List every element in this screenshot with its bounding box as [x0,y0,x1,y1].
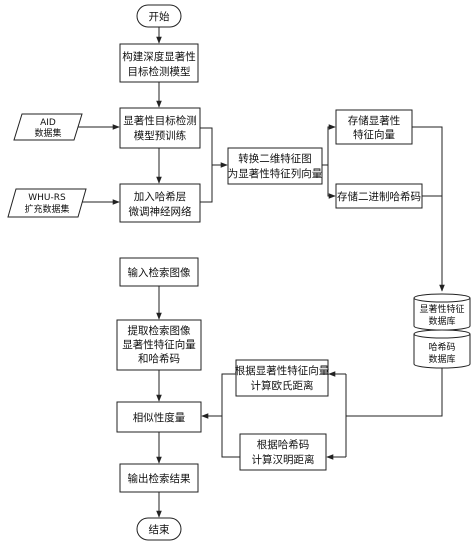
output-label: 输出检索结果 [128,472,191,485]
build-model-line-1: 构建深度显著性 [122,50,196,63]
output-step: 输出检索结果 [119,463,199,493]
start-node: 开始 [136,4,182,28]
pretrain-step: 显著性目标检测 模型预训练 [119,107,201,149]
hamming-step: 根据哈希码 计算汉明距离 [239,433,327,471]
store-vector-line-2: 特征向量 [353,128,395,141]
hash-db-line-2: 数据库 [428,353,455,365]
euclid-line-2: 计算欧氏距离 [251,379,314,392]
extract-step: 提取检索图像 显著性特征向量 和哈希码 [116,319,202,371]
end-node: 结束 [136,517,182,541]
store-vector-line-1: 存储显著性 [348,114,401,127]
hash-db-line-1: 哈希码 [428,341,455,353]
pretrain-line-1: 显著性目标检测 [123,114,197,127]
hash-layer-line-2: 微调神经网络 [129,205,192,218]
whu-line-1: WHU-RS [28,193,66,203]
extract-line-3: 和哈希码 [138,352,180,365]
aid-line-2: 数据集 [34,127,61,139]
similarity-step: 相似性度量 [116,401,202,433]
store-vector-step: 存储显著性 特征向量 [335,109,413,145]
store-hash-step: 存储二进制哈希码 [335,183,423,209]
feature-database: 显著性特征 数据库 [413,293,471,331]
flow-arrow [322,124,336,166]
similarity-label: 相似性度量 [133,411,186,424]
store-hash-label: 存储二进制哈希码 [337,190,421,203]
convert-line-1: 转换二维特征图 [238,152,312,165]
build-model-step: 构建深度显著性 目标检测模型 [119,43,199,83]
start-label: 开始 [149,10,170,23]
hamming-line-2: 计算汉明距离 [252,453,315,466]
flow-arrow [327,165,336,199]
extract-line-1: 提取检索图像 [128,324,191,337]
feature-db-line-1: 显著性特征 [419,303,464,315]
aid-line-1: AID [40,118,56,128]
whu-line-2: 扩充数据集 [24,203,69,215]
euclid-step: 根据显著性特征向量 计算欧氏距离 [235,359,330,397]
euclid-line-1: 根据显著性特征向量 [235,364,330,377]
feature-db-line-2: 数据库 [428,315,455,327]
convert-step: 转换二维特征图 为显著性特征列向量 [227,147,323,185]
pretrain-line-2: 模型预训练 [134,129,187,142]
end-label: 结束 [149,523,170,536]
db-connector [346,368,443,417]
input-image-label: 输入检索图像 [128,266,191,279]
aid-dataset: AID 数据集 [13,113,83,141]
whu-dataset: WHU-RS 扩充数据集 [7,188,87,218]
extract-line-2: 显著性特征向量 [122,338,196,351]
hash-database: 哈希码 数据库 [413,329,471,369]
hash-layer-step: 加入哈希层 微调神经网络 [119,183,201,223]
hash-layer-line-1: 加入哈希层 [134,190,187,203]
input-image-step: 输入检索图像 [119,257,199,287]
build-model-line-2: 目标检测模型 [128,65,191,78]
flow-arrow [412,126,445,292]
convert-line-2: 为显著性特征列向量 [228,167,323,180]
branch-connector [200,127,213,203]
hamming-line-1: 根据哈希码 [257,438,310,451]
